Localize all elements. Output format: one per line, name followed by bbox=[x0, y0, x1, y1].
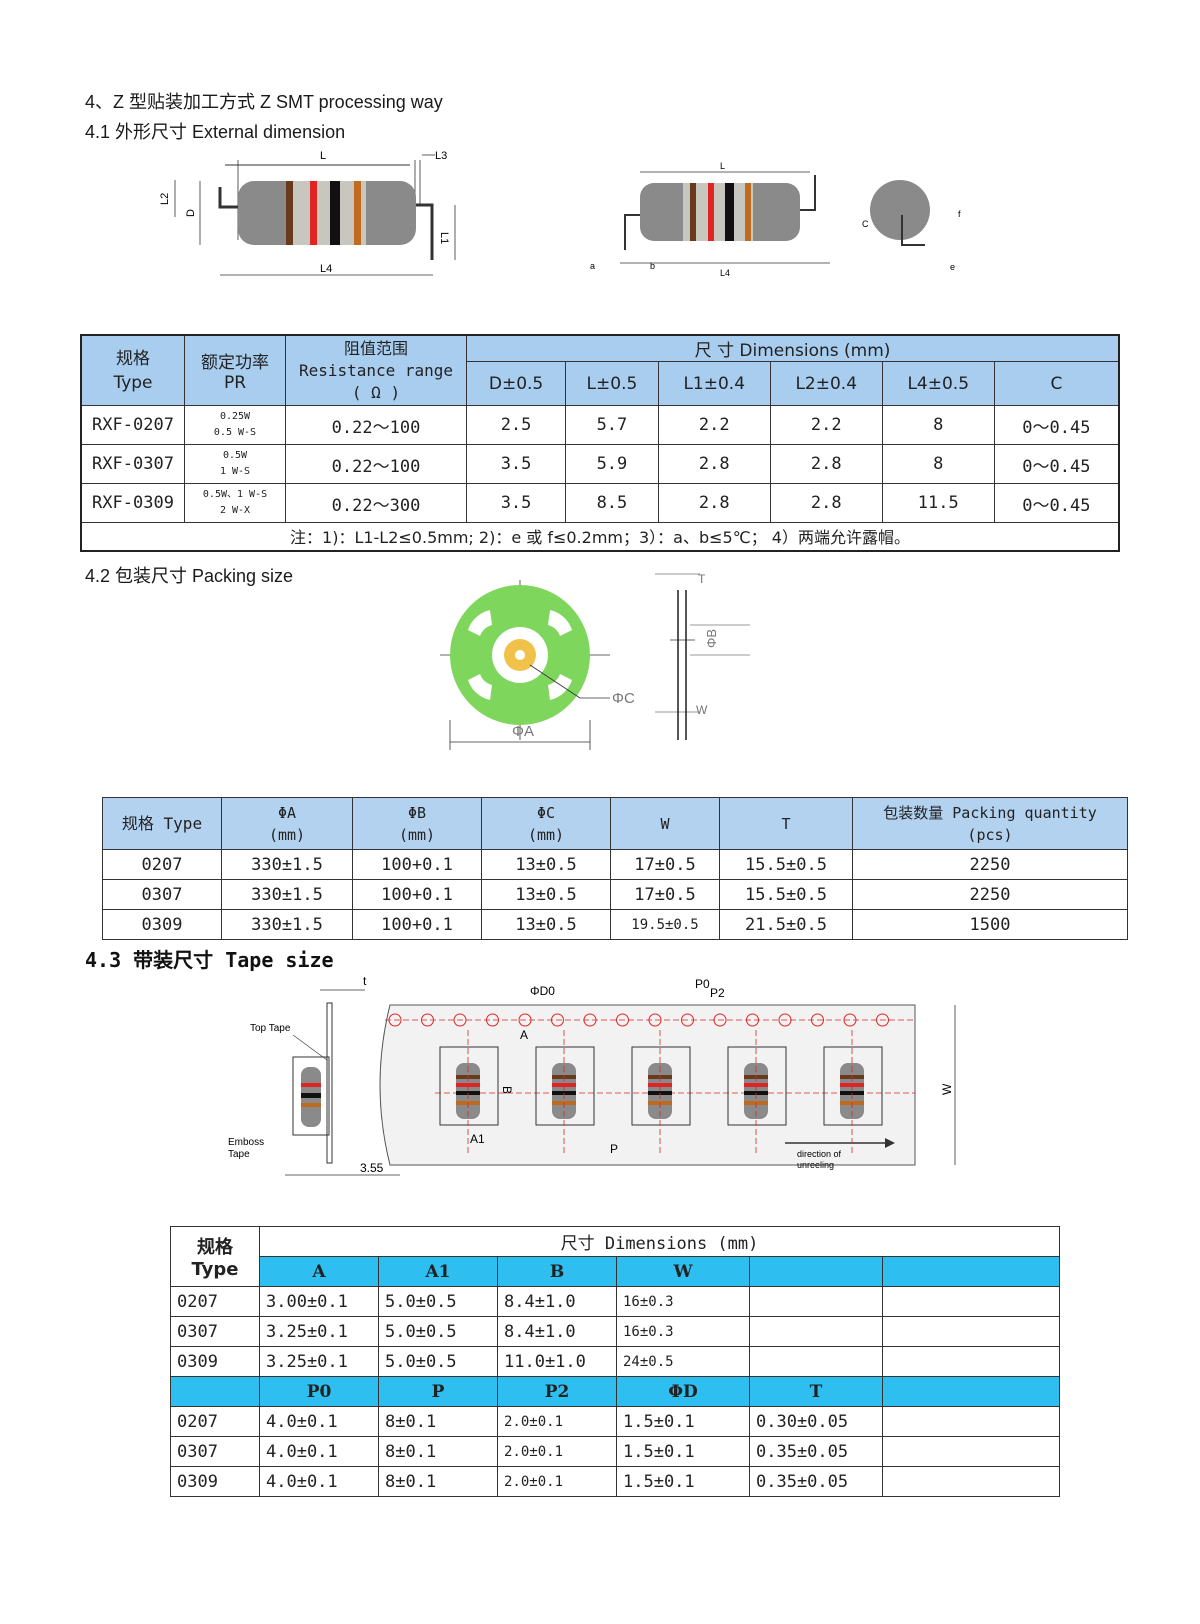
svg-text:Top Tape: Top Tape bbox=[250, 1023, 291, 1034]
sprocket-hole bbox=[486, 1013, 499, 1027]
svg-text:L4: L4 bbox=[720, 268, 730, 278]
sprocket-hole bbox=[811, 1013, 824, 1027]
dim-phiA-label: ΦA bbox=[512, 723, 534, 740]
sprocket-hole bbox=[583, 1013, 597, 1027]
sprocket-hole bbox=[876, 1013, 889, 1027]
dim-L4-label: L4 bbox=[320, 263, 332, 275]
svg-text:B: B bbox=[500, 1086, 514, 1094]
section-4-1-heading: 4.1 外形尺寸 External dimension bbox=[85, 122, 346, 142]
dim-L-label: L bbox=[320, 150, 326, 162]
sprocket-hole bbox=[648, 1013, 662, 1027]
resistor-angled-view: L L4 a b C f e bbox=[590, 161, 961, 278]
svg-text:a: a bbox=[590, 261, 595, 271]
tape-pocket bbox=[631, 1030, 691, 1155]
external-dimension-figure: L L3 L2 D L1 L4 L L4 a b C bbox=[159, 150, 961, 278]
dim-phiB-label: ΦB bbox=[704, 629, 719, 648]
section-4-heading: 4、Z 型贴装加工方式 Z SMT processing way bbox=[85, 92, 443, 112]
sprocket-hole bbox=[388, 1013, 402, 1027]
reel-figure: ΦA ΦC ΦB T W bbox=[440, 572, 750, 750]
svg-text:Emboss: Emboss bbox=[228, 1137, 264, 1148]
svg-text:b: b bbox=[650, 261, 655, 271]
sprocket-hole bbox=[778, 1013, 792, 1027]
tape-pocket bbox=[439, 1030, 499, 1155]
svg-text:direction of: direction of bbox=[797, 1149, 842, 1159]
sprocket-hole bbox=[551, 1013, 564, 1027]
packing-table: 规格 Type ΦA(mm) ΦB(mm) ΦC(mm) W T 包装数量 Pa… bbox=[102, 797, 1128, 940]
dim-L2-label: L2 bbox=[159, 193, 171, 205]
section-4-3-heading: 4.3 带装尺寸 Tape size bbox=[85, 948, 334, 972]
tape-pocket bbox=[535, 1030, 595, 1155]
sprocket-hole bbox=[681, 1013, 694, 1027]
svg-text:unreeling: unreeling bbox=[797, 1160, 834, 1170]
tape-side-view: t Top Tape Emboss Tape 3.55 bbox=[228, 975, 400, 1176]
svg-text:C: C bbox=[862, 219, 869, 229]
sprocket-hole bbox=[421, 1013, 434, 1027]
resistor-front-view: L L3 L2 D L1 L4 bbox=[159, 150, 456, 276]
dimensions-header: 尺 寸 Dimensions (mm) bbox=[466, 334, 1120, 362]
svg-text:P: P bbox=[610, 1142, 618, 1156]
dim-W-label: W bbox=[696, 703, 708, 717]
sprocket-holes bbox=[388, 1013, 889, 1027]
svg-text:Tape: Tape bbox=[228, 1149, 250, 1160]
tape-pockets bbox=[439, 1030, 883, 1155]
dim-L3-label: L3 bbox=[435, 150, 447, 162]
svg-text:A1: A1 bbox=[470, 1132, 485, 1146]
sprocket-hole bbox=[453, 1013, 467, 1027]
svg-text:ΦD0: ΦD0 bbox=[530, 984, 555, 998]
tape-pocket bbox=[727, 1030, 787, 1155]
svg-text:P2: P2 bbox=[710, 986, 725, 1000]
dim-L1-label: L1 bbox=[438, 232, 450, 244]
svg-text:W: W bbox=[940, 1083, 954, 1095]
tape-pocket bbox=[823, 1030, 883, 1155]
svg-text:f: f bbox=[958, 209, 961, 219]
sprocket-hole bbox=[518, 1013, 532, 1027]
svg-text:e: e bbox=[950, 262, 955, 272]
sprocket-hole bbox=[746, 1013, 759, 1027]
svg-text:t: t bbox=[363, 975, 367, 988]
tape-dimensions-header: 尺寸 Dimensions (mm) bbox=[259, 1226, 1060, 1257]
svg-text:P0: P0 bbox=[695, 977, 710, 991]
svg-text:L: L bbox=[720, 161, 725, 171]
sprocket-hole bbox=[616, 1013, 629, 1027]
dim-D-label: D bbox=[185, 209, 197, 217]
dim-phiC-label: ΦC bbox=[612, 690, 635, 707]
sprocket-hole bbox=[843, 1013, 857, 1027]
svg-text:A: A bbox=[520, 1028, 528, 1042]
tape-figure: t Top Tape Emboss Tape 3.55 ΦD0 P0 P2 A … bbox=[228, 975, 956, 1176]
section-4-2-heading: 4.2 包装尺寸 Packing size bbox=[85, 566, 294, 586]
dim-T-label: T bbox=[698, 572, 706, 586]
table-note: 注：1)：L1-L2≤0.5mm; 2)：e 或 f≤0.2mm；3）：a、b≤… bbox=[80, 522, 1120, 551]
svg-text:3.55: 3.55 bbox=[360, 1161, 384, 1175]
sprocket-hole bbox=[713, 1013, 727, 1027]
